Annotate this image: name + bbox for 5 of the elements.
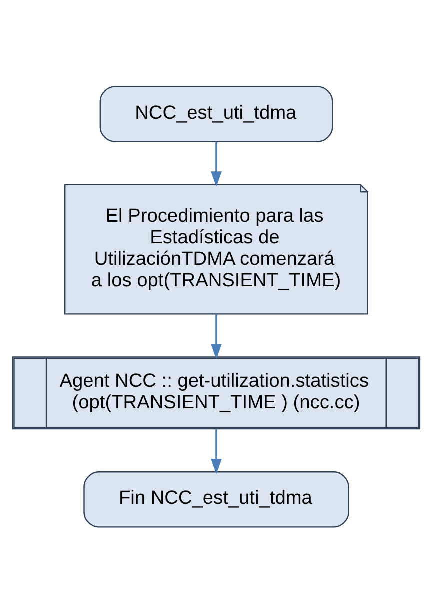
arrow [211,314,222,360]
arrow [211,429,222,474]
arrow [211,142,222,187]
node-box: Fin NCC_est_uti_tdma [84,471,350,528]
node-box: NCC_est_uti_tdma [100,86,334,142]
